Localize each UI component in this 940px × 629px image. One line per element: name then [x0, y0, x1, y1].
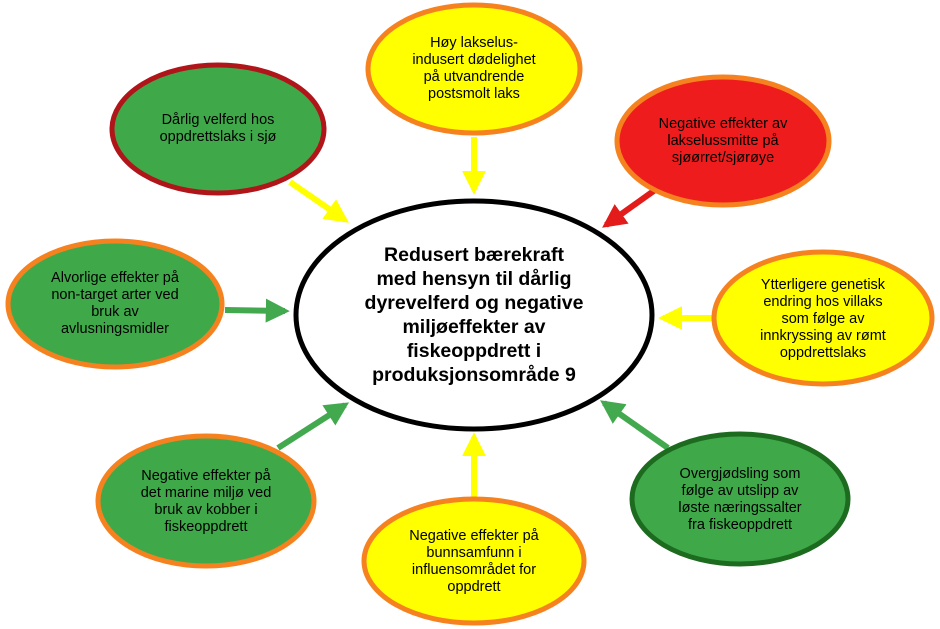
- node-bottom-label: Negative effekter på bunnsamfunn i influ…: [409, 528, 539, 595]
- center-ellipse: [293, 198, 655, 432]
- node-bottom-ellipse: [361, 496, 587, 626]
- node-top-label: Høy lakselus- indusert dødelighet på utv…: [412, 35, 536, 102]
- node-right-label: Ytterligere genetisk endring hos villaks…: [760, 276, 886, 361]
- arrow-top-right: [602, 187, 657, 228]
- node-bottom-left-ellipse: [95, 433, 317, 569]
- arrow-bottom-left: [276, 402, 350, 451]
- node-left-label: Alvorlige effekter på non-target arter v…: [51, 270, 179, 337]
- node-top-right-label: Negative effekter av lakselussmitte på s…: [658, 115, 788, 166]
- node-bottom-right-label: Overgjødsling som følge av utslipp av lø…: [678, 466, 802, 533]
- node-top-left-label: Dårlig velferd hos oppdrettslaks i sjø: [159, 112, 277, 145]
- center-label: Redusert bærekraft med hensyn til dårlig…: [364, 244, 584, 386]
- node-left-ellipse: [5, 238, 225, 370]
- node-bottom-right-ellipse: [629, 431, 851, 567]
- arrow-bottom-right: [600, 400, 670, 451]
- node-top-right-ellipse: [614, 74, 832, 208]
- arrow-left: [224, 298, 290, 323]
- arrow-top-left: [288, 179, 349, 223]
- node-top-left-ellipse: [109, 62, 327, 196]
- node-right-ellipse: [711, 249, 935, 387]
- node-bottom-left-label: Negative effekter på det marine miljø ve…: [140, 468, 272, 535]
- node-top-ellipse: [365, 2, 583, 136]
